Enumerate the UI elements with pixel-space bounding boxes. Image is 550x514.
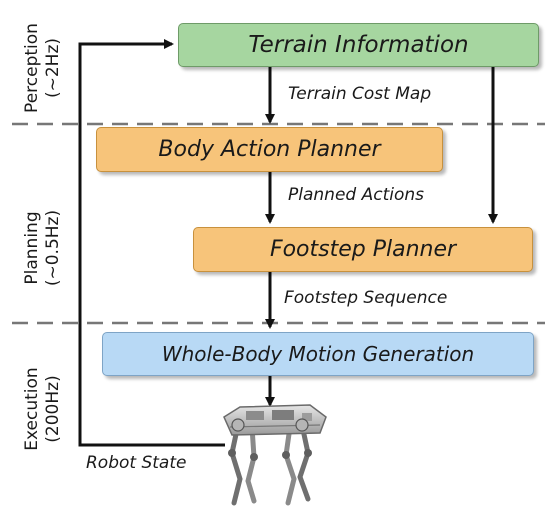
edge-label-terrain-cost-map: Terrain Cost Map [288,84,432,104]
node-footstep-planner: Footstep Planner [193,227,533,272]
node-label: Terrain Information [248,32,469,58]
edge-label-planned-actions: Planned Actions [288,185,424,205]
feedback-robot-state [78,39,225,447]
node-label: Whole-Body Motion Generation [161,342,475,366]
edge-label-footstep-sequence: Footstep Sequence [284,288,448,308]
node-label: Body Action Planner [158,137,381,162]
node-whole-body-motion-generation: Whole-Body Motion Generation [102,332,534,376]
node-terrain-information: Terrain Information [178,23,539,67]
node-body-action-planner: Body Action Planner [96,127,443,172]
node-label: Footstep Planner [269,237,457,262]
edge-label-robot-state: Robot State [86,453,187,473]
quadruped-robot-icon [223,404,327,506]
